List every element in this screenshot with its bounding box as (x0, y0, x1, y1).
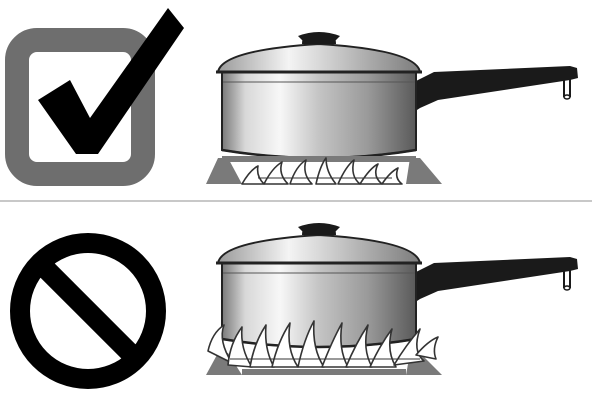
pot-body (222, 72, 416, 158)
pot-body (222, 263, 416, 347)
checkmark-icon (0, 0, 200, 200)
pot-handle (414, 257, 578, 303)
pot-lid (216, 32, 422, 72)
pot-handle (414, 66, 578, 112)
correct-usage-panel (0, 0, 592, 200)
incorrect-usage-panel (0, 203, 592, 394)
panel-divider (0, 200, 592, 202)
pot-on-large-flame (202, 203, 592, 394)
pot-lid (216, 223, 422, 263)
pot-on-small-flame (202, 0, 592, 200)
prohibited-icon (0, 203, 200, 394)
